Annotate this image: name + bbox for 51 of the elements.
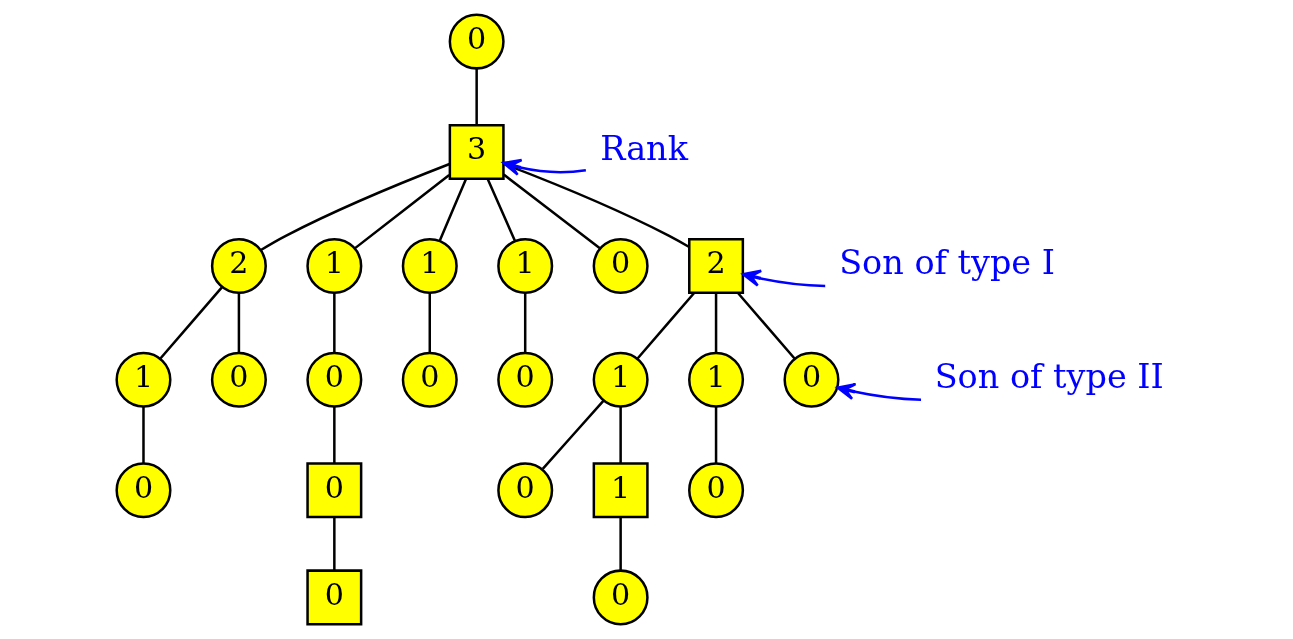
node-circle: 0 <box>448 13 505 70</box>
node-circle: 1 <box>687 351 744 408</box>
connector <box>714 406 717 464</box>
connector <box>158 286 223 360</box>
node-text: Son of type I <box>838 243 1055 283</box>
node-circle: 0 <box>401 351 458 408</box>
connector <box>523 293 526 353</box>
connector <box>502 173 601 250</box>
arrow <box>835 382 921 401</box>
connector <box>714 293 717 353</box>
node-text: Son of type II <box>934 357 1164 397</box>
connector <box>332 293 336 353</box>
connector <box>618 517 622 571</box>
node-circle: 0 <box>210 351 267 408</box>
node-box: 1 <box>592 462 649 519</box>
node-box: 2 <box>687 237 744 294</box>
connector <box>736 292 795 360</box>
connector <box>618 406 622 464</box>
connector <box>428 293 431 353</box>
node-circle: 0 <box>592 569 649 626</box>
node-circle: 0 <box>305 351 362 408</box>
node-box: 3 <box>448 124 505 181</box>
node-text: Rank <box>599 129 688 169</box>
connector <box>541 399 604 470</box>
node-circle: 0 <box>496 351 553 408</box>
arrow <box>501 158 586 176</box>
node-circle: 0 <box>687 462 744 519</box>
node-circle: 0 <box>496 462 553 519</box>
node-box: 0 <box>305 462 362 519</box>
node-circle: 0 <box>592 237 649 294</box>
node-circle: 0 <box>114 462 172 519</box>
connector <box>636 292 695 360</box>
node-circle: 1 <box>305 237 362 294</box>
connector <box>503 162 690 249</box>
connector <box>353 174 450 250</box>
node-circle: 2 <box>210 237 267 294</box>
node-box: 0 <box>305 569 362 626</box>
node-circle: 0 <box>782 351 840 408</box>
connector <box>486 178 516 242</box>
node-circle: 1 <box>401 237 458 294</box>
connector <box>237 293 240 353</box>
node-circle: 1 <box>114 351 172 408</box>
connector <box>332 517 336 571</box>
node-circle: 1 <box>592 351 649 408</box>
node-circle: 1 <box>496 237 553 294</box>
connector <box>438 178 467 241</box>
connector <box>259 162 450 252</box>
connector <box>474 68 478 126</box>
arrow <box>741 269 825 288</box>
connector <box>141 406 145 464</box>
connector <box>332 406 336 464</box>
